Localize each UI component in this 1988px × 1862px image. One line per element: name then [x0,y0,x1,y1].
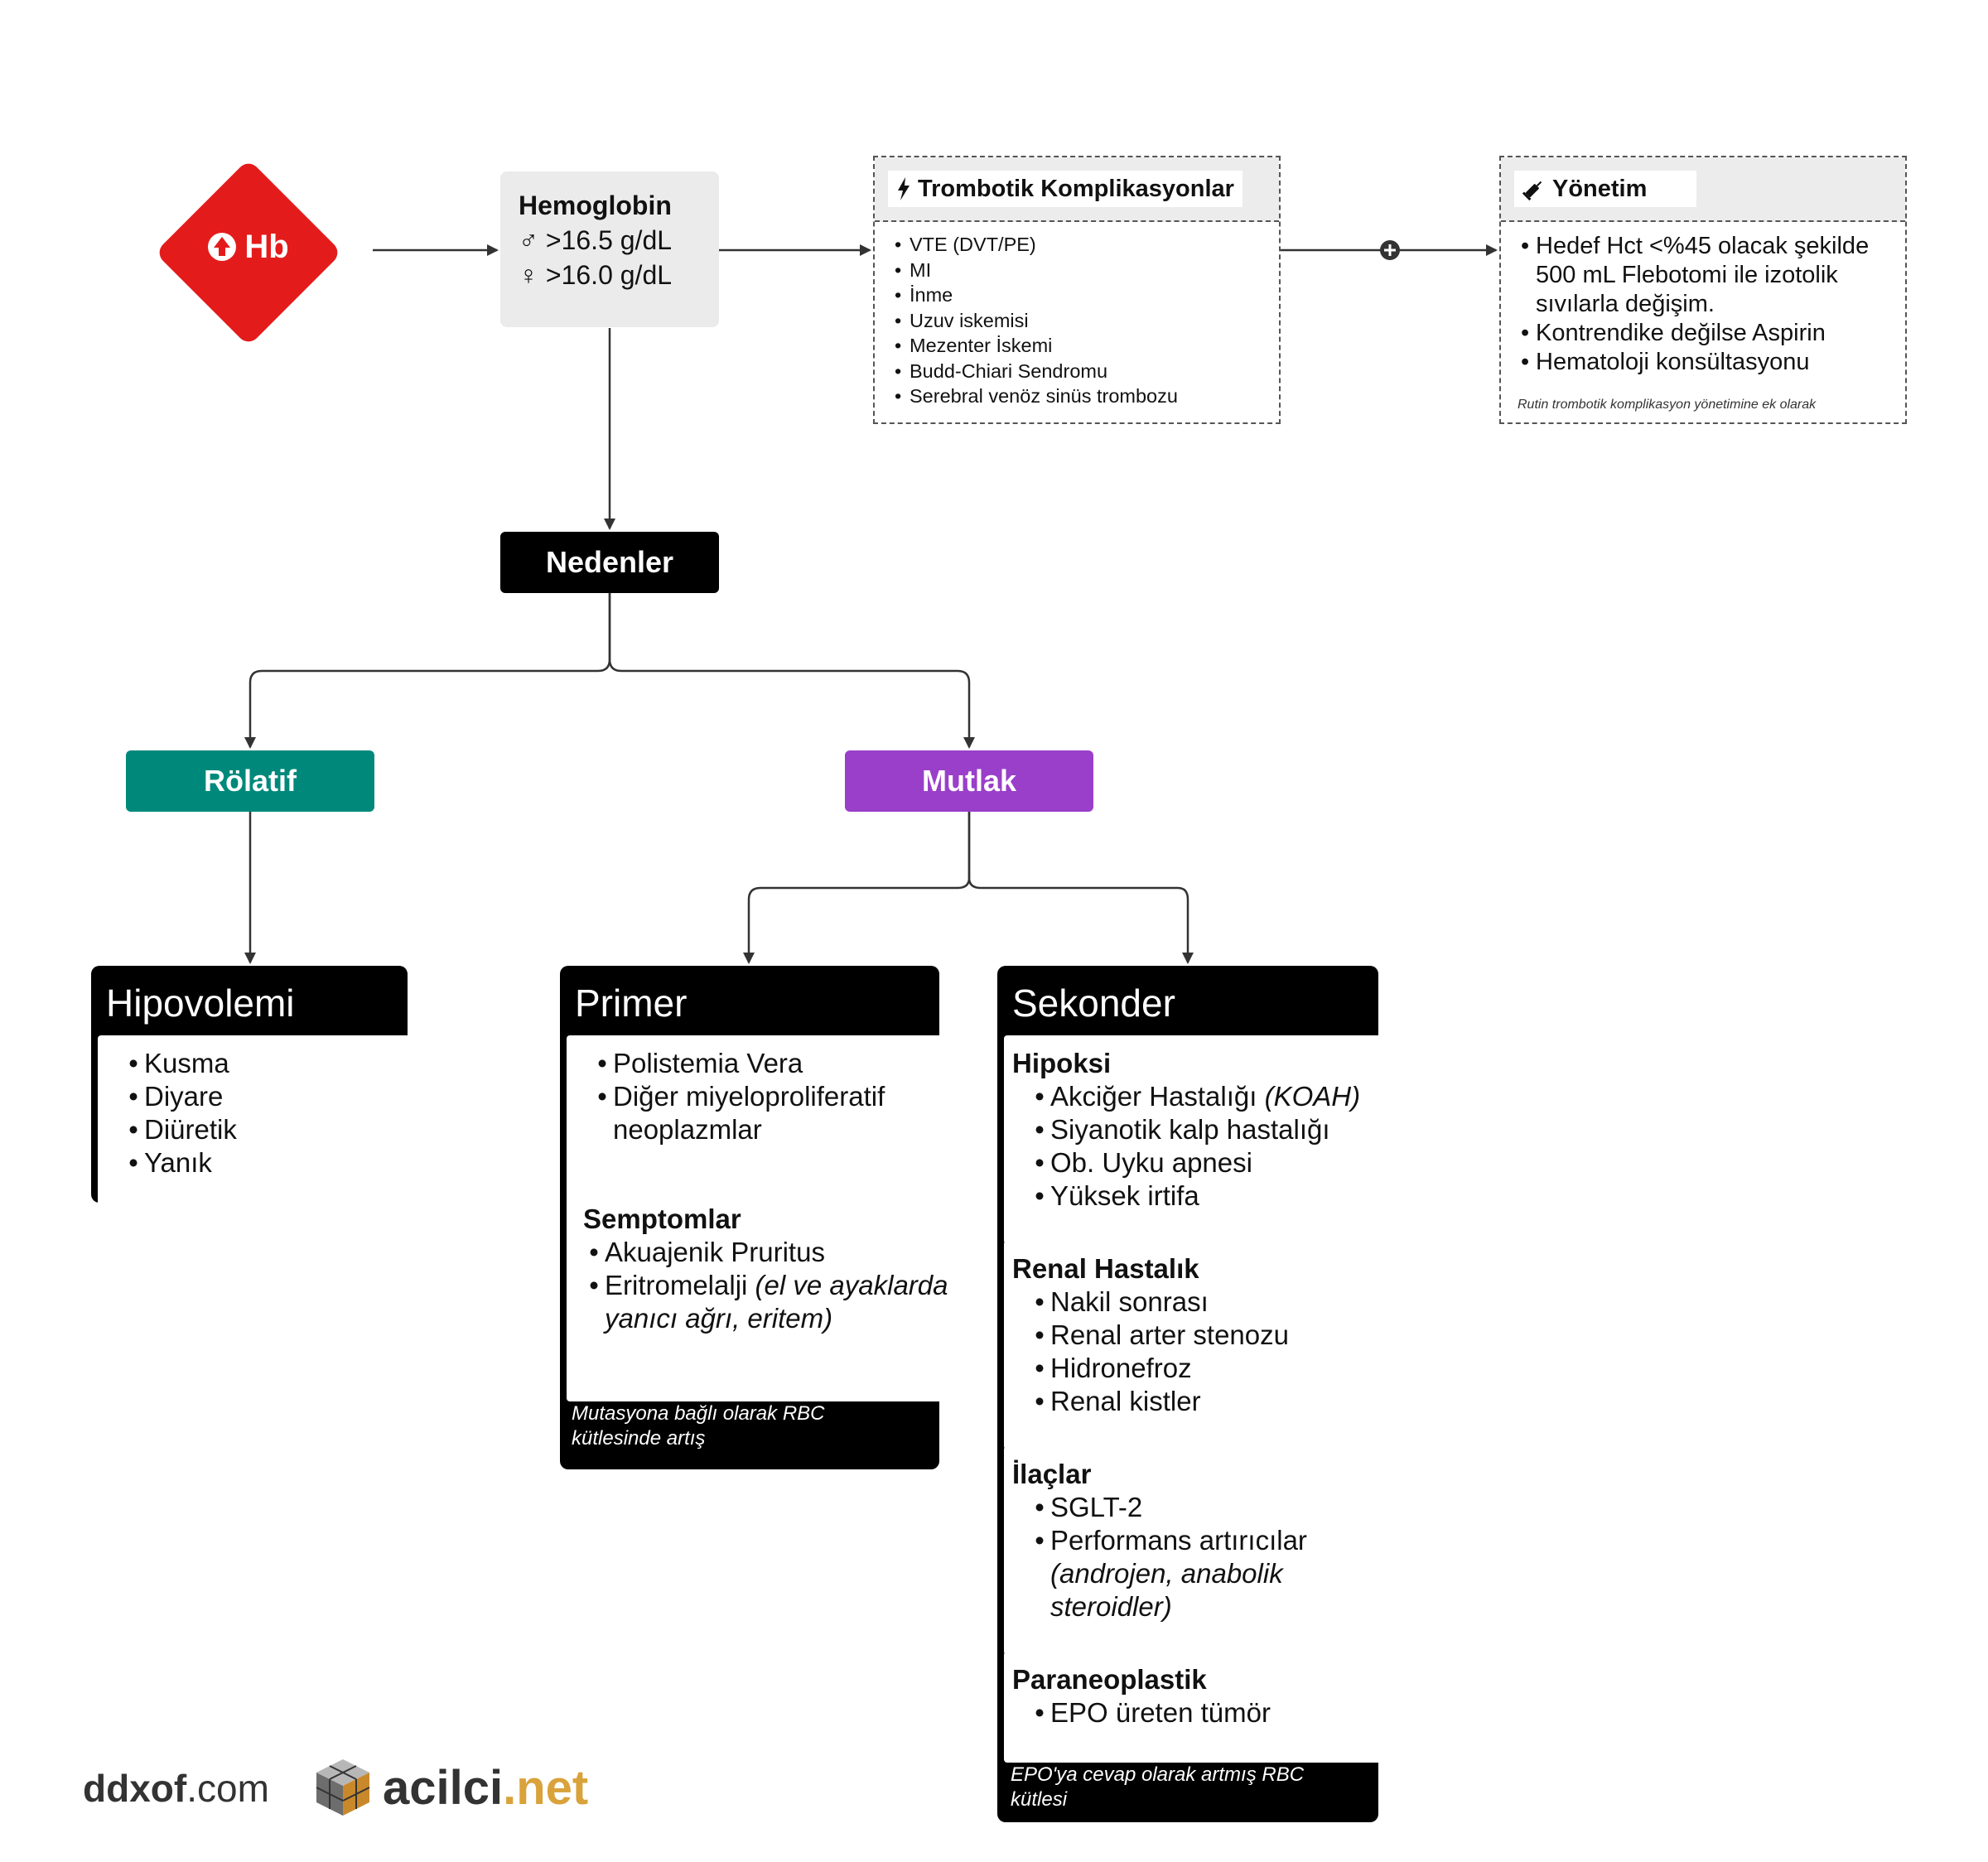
hipovolemi-title: Hipovolemi [106,982,295,1025]
list-item: •Polistemia Vera [597,1048,803,1078]
list-item: •SGLT-2 [1035,1492,1143,1522]
arrow-up-circle-icon [208,233,237,261]
hipoksi-title: Hipoksi [1012,1048,1112,1078]
ilaclar-panel: İlaçlar •SGLT-2 •Performans artırıcılar … [1004,1446,1405,1655]
hemoglobin-female-threshold: ♀ >16.0 g/dL [519,260,673,290]
hipovolemi-panel: •Kusma •Diyare •Diüretik •Yanık [98,1035,434,1208]
list-item: •Diyare [128,1081,224,1112]
plus-circle-icon [1380,240,1400,260]
acilci-logo: acilci.net [313,1754,588,1821]
hb-label: Hb [244,228,289,265]
hemoglobin-title: Hemoglobin [519,191,672,220]
list-item: •Hidronefroz [1035,1353,1192,1383]
list-item: •Yanık [128,1147,212,1178]
cube-logo-icon [316,1759,370,1816]
list-item: •VTE (DVT/PE) [895,234,1036,255]
list-item: •MI [895,258,932,281]
list-item: •Serebral venöz sinüs trombozu [895,385,1178,407]
primer-title: Primer [575,982,688,1025]
hipoksi-panel: Hipoksi •Akciğer Hastalığı (KOAH) •Siyan… [1004,1035,1405,1244]
nedenler-node: Nedenler [500,532,719,593]
semptomlar-title: Semptomlar [583,1204,741,1234]
sekonder-card: Sekonder Hipoksi •Akciğer Hastalığı (KOA… [997,966,1405,1822]
list-item: •Yüksek irtifa [1035,1180,1199,1211]
list-item: •Kusma [128,1048,229,1078]
paraneoplastik-panel: Paraneoplastik •EPO üreten tümör [1004,1652,1405,1763]
lightning-icon [898,177,910,200]
list-item: •Uzuv iskemisi [895,309,1029,331]
list-item: •Performans artırıcılar (androjen, anabo… [1035,1525,1307,1622]
hipovolemi-card: Hipovolemi •Kusma •Diyare •Diüretik •Yan… [91,966,434,1208]
acilci-tld: .net [503,1760,589,1815]
trombotik-header: Trombotik Komplikasyonlar [875,157,1279,222]
list-item: •Renal arter stenozu [1035,1319,1289,1350]
list-item: •Renal kistler [1035,1386,1201,1416]
sekonder-note: EPO'ya cevap olarak artmış RBC kütlesi [1011,1763,1305,1811]
primer-causes-panel: •Polistemia Vera •Diğer miyeloproliferat… [567,1035,966,1196]
primer-card: Primer •Polistemia Vera •Diğer miyelopro… [560,966,966,1469]
trombotik-list: •VTE (DVT/PE) •MI •İnme •Uzuv iskemisi •… [895,232,1178,409]
edge-nedenler-to-mutlak [608,593,975,749]
list-item: •Diüretik [128,1114,237,1145]
edge-nedenler-to-rolatif [244,593,611,749]
hemoglobin-male-threshold: ♂ >16.5 g/dL [519,225,673,255]
list-item: •Kontrendike değilse Aspirin [1521,320,1826,346]
ddxof-logo: ddxof.com [83,1767,269,1810]
paraneoplastik-title: Paraneoplastik [1012,1664,1207,1695]
yonetim-header: Yönetim [1501,157,1905,222]
list-item: •EPO üreten tümör [1035,1697,1271,1728]
hemoglobin-node: Hemoglobin ♂ >16.5 g/dL ♀ >16.0 g/dL [500,171,719,327]
trombotik-title: Trombotik Komplikasyonlar [918,176,1234,202]
renal-panel: Renal Hastalık •Nakil sonrası •Renal art… [1004,1241,1405,1450]
edge-mutlak-to-sekonder [967,812,1194,964]
list-item: •Siyanotik kalp hastalığı [1035,1114,1330,1145]
syringe-icon [1522,181,1542,200]
trombotik-node: Trombotik Komplikasyonlar •VTE (DVT/PE) … [873,156,1281,424]
yonetim-title: Yönetim [1552,176,1648,202]
list-item: •Budd-Chiari Sendromu [895,359,1108,382]
list-item: •Hematoloji konsültasyonu [1521,349,1810,375]
trombotik-title-chip: Trombotik Komplikasyonlar [888,171,1242,207]
rolatif-node: Rölatif [126,750,374,812]
acilci-main: acilci [383,1760,504,1815]
list-item: •Akuajenik Pruritus [589,1237,825,1267]
yonetim-list: •Hedef Hct <%45 olacak şekilde 500 mL Fl… [1521,232,1905,377]
list-item: •Nakil sonrası [1035,1286,1209,1317]
semptomlar-panel: Semptomlar •Akuajenik Pruritus •Eritrome… [567,1191,966,1401]
renal-title: Renal Hastalık [1012,1253,1199,1284]
ilaclar-title: İlaçlar [1012,1459,1092,1489]
list-item: •İnme [895,284,953,306]
list-item: •Eritromelalji (el ve ayaklarda yanıcı a… [589,1270,948,1334]
edge-mutlak-to-primer [743,812,971,964]
list-item: •Diğer miyeloproliferatif neoplazmlar [597,1081,885,1145]
primer-note: Mutasyona bağlı olarak RBC kütlesinde ar… [572,1402,825,1450]
hb-node: Hb [157,214,340,280]
yonetim-title-chip: Yönetim [1514,171,1696,207]
list-item: •Mezenter İskemi [895,335,1053,356]
yonetim-node: Yönetim •Hedef Hct <%45 olacak şekilde 5… [1499,156,1907,424]
mutlak-node: Mutlak [845,750,1093,812]
yonetim-note: Rutin trombotik komplikasyon yönetimine … [1518,398,1817,412]
sekonder-title: Sekonder [1012,982,1175,1025]
list-item: •Hedef Hct <%45 olacak şekilde 500 mL Fl… [1521,233,1870,317]
list-item: •Ob. Uyku apnesi [1035,1147,1252,1178]
list-item: •Akciğer Hastalığı (KOAH) [1035,1081,1361,1112]
